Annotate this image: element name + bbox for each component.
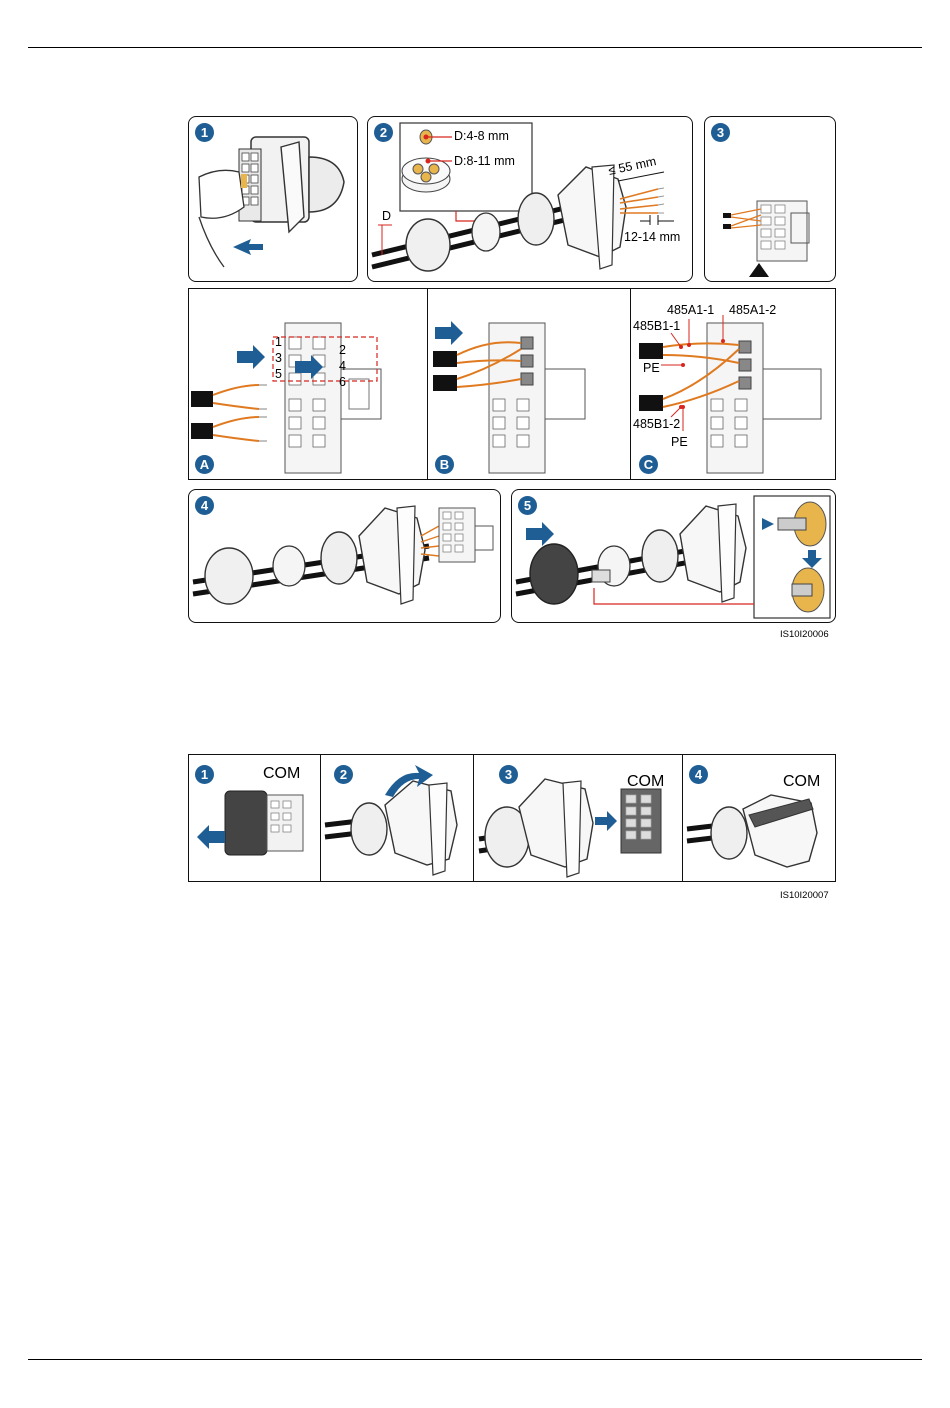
com-step-badge-4: 4 <box>689 765 708 784</box>
com-label-1: COM <box>263 765 300 783</box>
com-label-3: COM <box>627 773 664 791</box>
header-rule <box>28 47 922 48</box>
figure-com-connector: 1 2 3 4 COM COM COM <box>188 754 836 882</box>
substep-c-illustration <box>189 289 836 480</box>
cable-gland-illustration <box>368 117 693 282</box>
seal-plug-illustration <box>512 490 836 623</box>
panel-step-1: 1 <box>188 116 358 282</box>
label-485a1-2: 485A1-2 <box>729 303 776 317</box>
com-step-badge-2: 2 <box>334 765 353 784</box>
substep-badge-c: C <box>639 455 658 474</box>
com-step-badge-3: 3 <box>499 765 518 784</box>
com-label-4: COM <box>783 773 820 791</box>
panel-step-5: 5 <box>511 489 836 623</box>
label-diameter-small: D:4-8 mm <box>454 129 509 143</box>
com-step-badge-1: 1 <box>195 765 214 784</box>
panel-step-2: 2 <box>367 116 693 282</box>
panel-substeps: A 1 2 3 4 5 6 <box>188 288 836 480</box>
label-pe-top: PE <box>643 361 660 375</box>
label-wire-strip: 12-14 mm <box>624 230 680 244</box>
label-485b1-1: 485B1-1 <box>633 319 680 333</box>
panel-step-3: 3 <box>704 116 836 282</box>
terminal-block-overview <box>705 117 836 282</box>
footer-rule <box>28 1359 922 1360</box>
label-pe-bottom: PE <box>671 435 688 449</box>
label-485a1-1: 485A1-1 <box>667 303 714 317</box>
label-485b1-2: 485B1-2 <box>633 417 680 431</box>
label-diameter-large: D:8-11 mm <box>454 154 515 168</box>
panel-step-4: 4 <box>188 489 501 623</box>
label-diameter: D <box>382 209 391 223</box>
connector-removal-illustration <box>189 117 358 282</box>
figure-id-1: IS10I20006 <box>780 629 829 640</box>
figure-id-2: IS10I20007 <box>780 890 829 901</box>
gland-reassembly-illustration <box>189 490 501 623</box>
